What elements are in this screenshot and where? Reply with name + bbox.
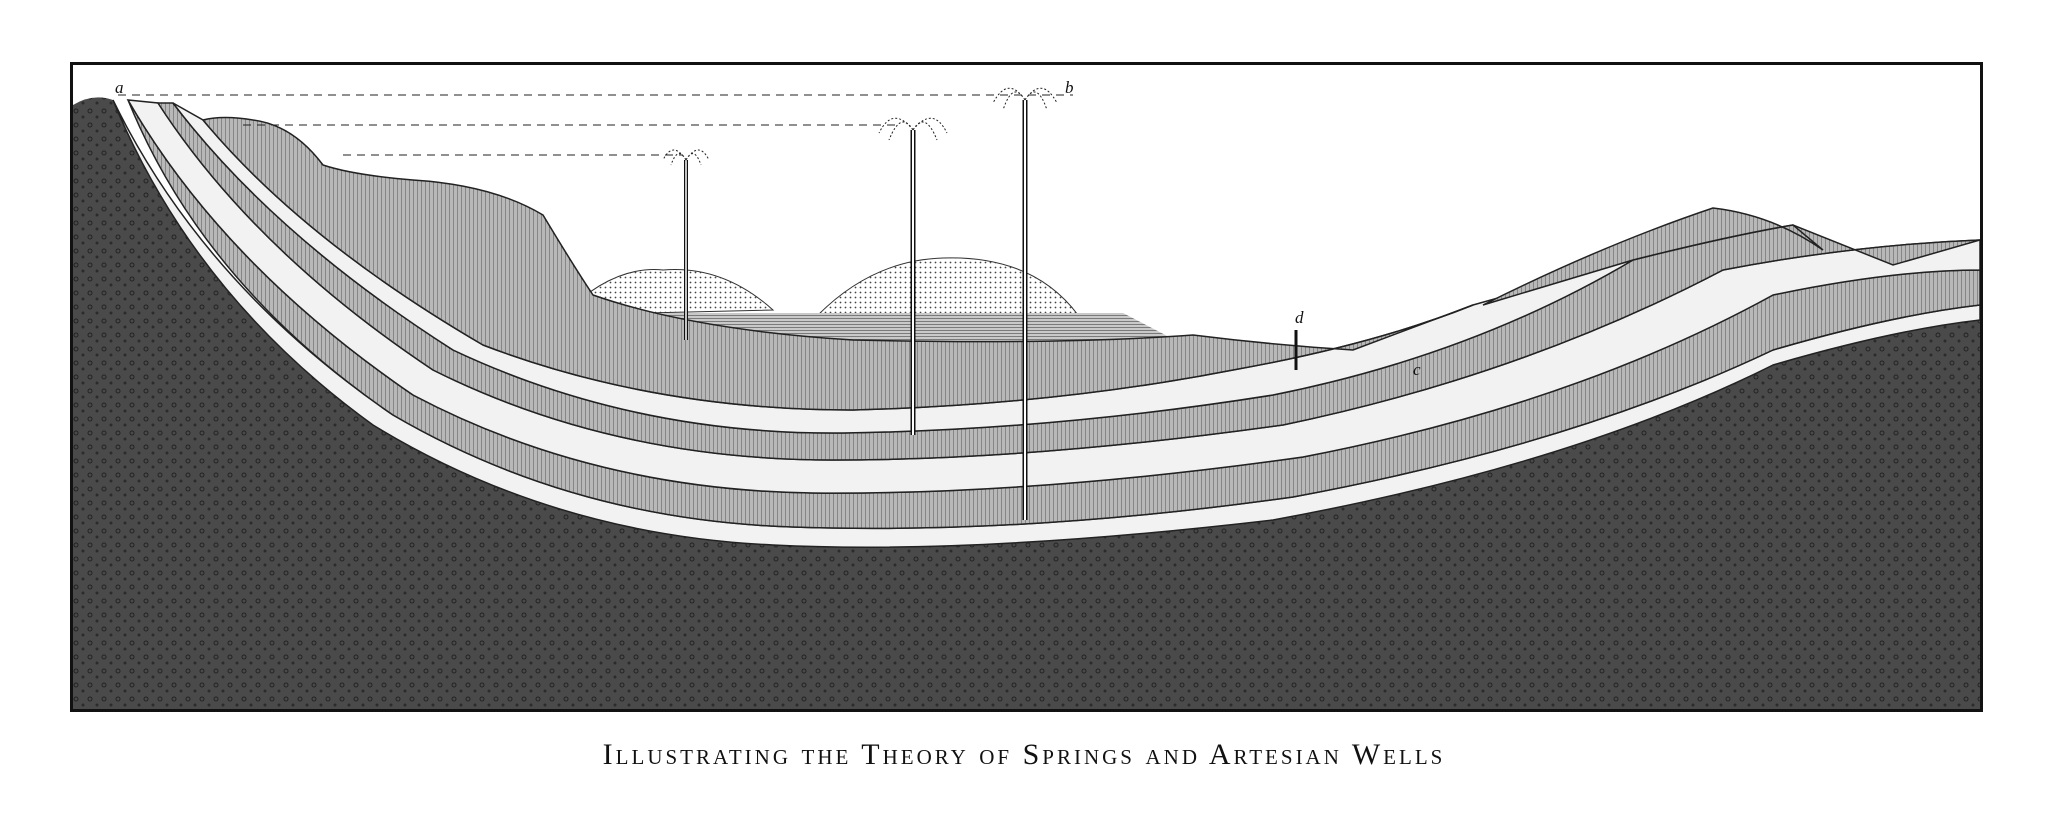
artesian-well-1 [662, 149, 710, 340]
artesian-well-2 [878, 117, 948, 435]
label-b: b [1065, 78, 1074, 97]
label-a: a [115, 78, 124, 97]
label-d: d [1295, 308, 1304, 327]
stratum-upper [201, 116, 1474, 411]
artesian-well-3 [992, 87, 1058, 520]
distant-hill-right [816, 257, 1080, 316]
artesian-cross-section: a b c d [73, 78, 1980, 709]
diagram-frame: a b c d [70, 62, 1983, 712]
caption: Illustrating the Theory of Springs and A… [602, 738, 1446, 771]
hill-right [1482, 207, 1824, 306]
label-c: c [1413, 360, 1421, 379]
bedrock [73, 97, 1980, 709]
